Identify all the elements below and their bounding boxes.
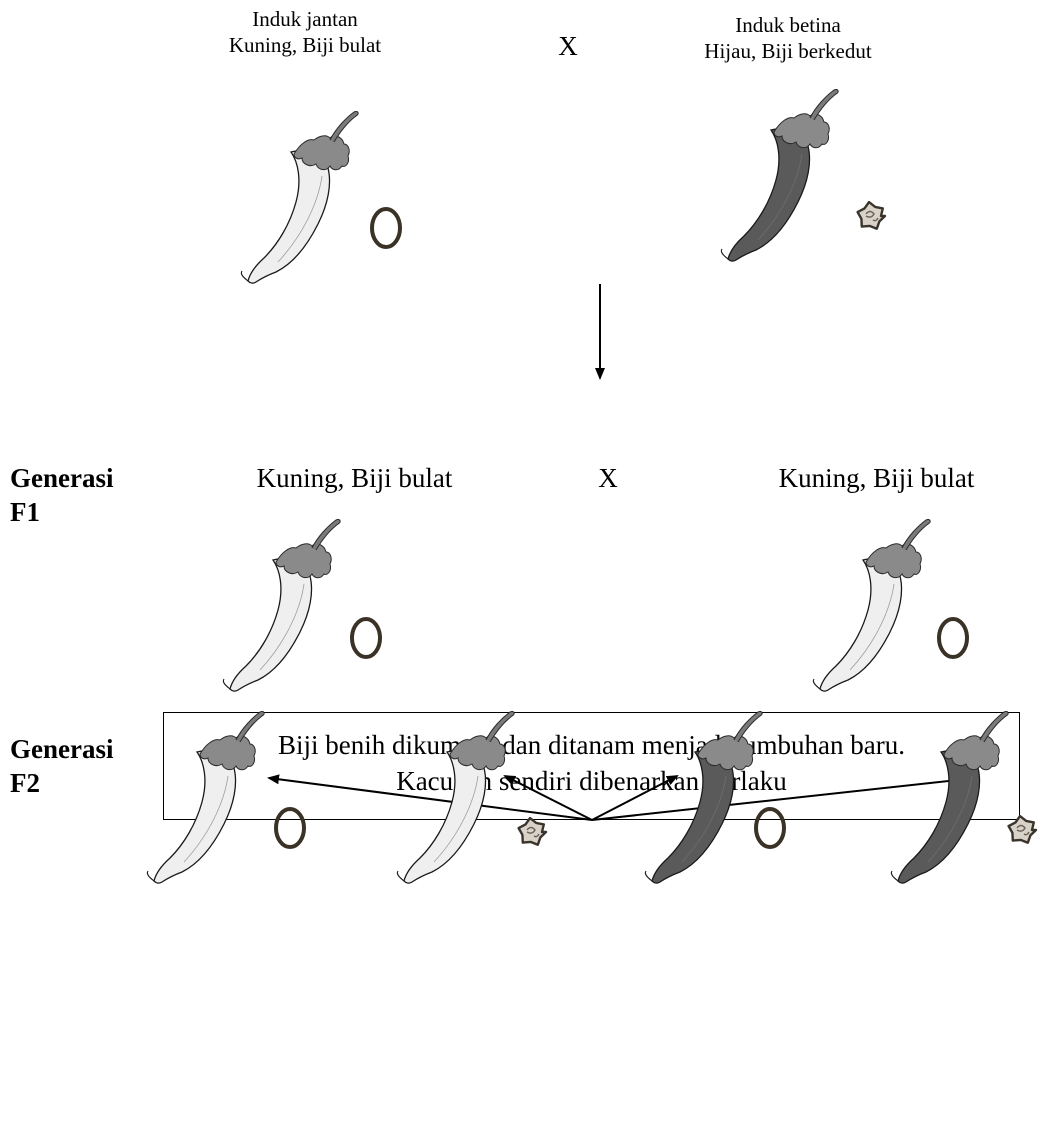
wrinkled-seed-icon xyxy=(858,202,885,229)
yellow-pod-icon xyxy=(223,519,340,691)
wrinkled-seed-icon xyxy=(519,818,546,845)
green-pod-icon xyxy=(645,711,762,883)
round-seed-icon xyxy=(276,809,304,847)
round-seed-icon xyxy=(939,619,967,657)
round-seed-icon xyxy=(372,209,400,247)
plants-layer xyxy=(147,89,1036,883)
plant-parent-female xyxy=(721,89,885,261)
f2-arrow-4 xyxy=(592,778,976,820)
plant-parent-male xyxy=(241,111,400,283)
green-pod-icon xyxy=(721,89,838,261)
wrinkled-seed-icon xyxy=(1009,816,1036,843)
plant-f2-1 xyxy=(147,711,304,883)
plant-f1-right xyxy=(813,519,967,691)
yellow-pod-icon xyxy=(147,711,264,883)
f2-arrows xyxy=(269,776,976,820)
f2-arrow-3 xyxy=(592,776,677,820)
f2-arrow-1 xyxy=(269,778,592,820)
yellow-pod-icon xyxy=(813,519,930,691)
green-pod-icon xyxy=(891,711,1008,883)
yellow-pod-icon xyxy=(241,111,358,283)
plant-f2-3 xyxy=(645,711,784,883)
round-seed-icon xyxy=(352,619,380,657)
plant-f1-left xyxy=(223,519,380,691)
plant-f2-4 xyxy=(891,711,1036,883)
round-seed-icon xyxy=(756,809,784,847)
